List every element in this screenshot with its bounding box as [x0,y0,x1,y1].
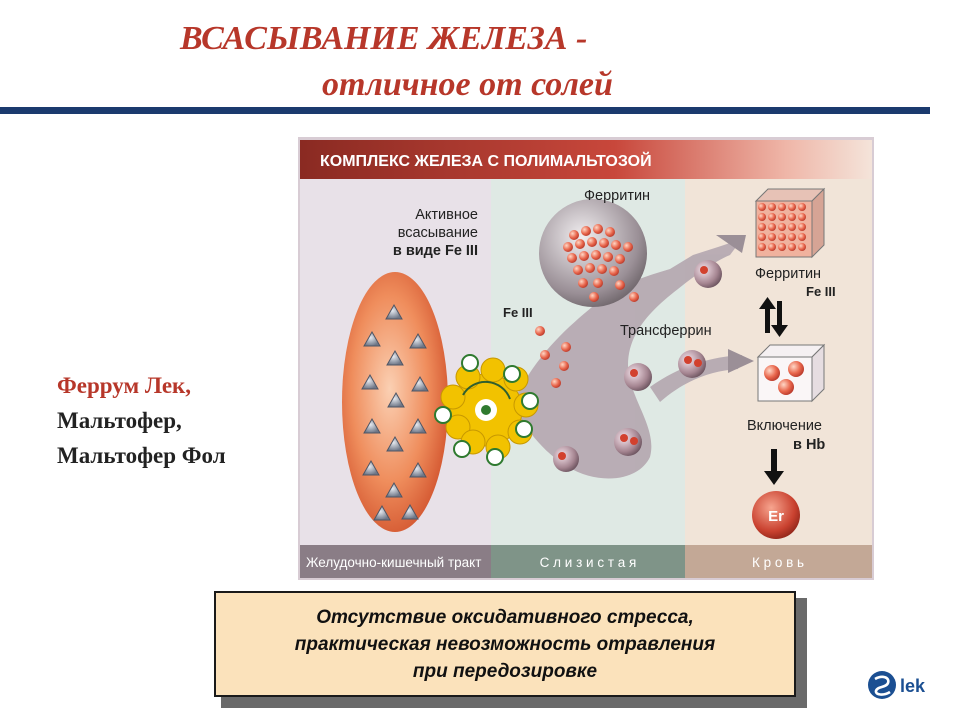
svg-text:Активное: Активное [415,207,478,223]
svg-text:в виде Fe III: в виде Fe III [393,243,478,259]
hemoglobin-cube [756,343,826,403]
ferritin-label-right: Ферритин [755,266,821,282]
svg-text:Включение: Включение [747,418,822,434]
hb-inclusion-label: Включение в Hb [747,418,825,453]
svg-text:в Hb: в Hb [793,437,825,453]
lek-logo-text: lek [900,676,926,696]
note-line-1: Отсутствие оксидативного стресса, [316,606,694,628]
ferritin-fe3-label: Fe III [806,284,836,299]
arrow-to-erythrocyte [764,449,784,485]
slide-title-line2: отличное от солей [322,66,613,103]
zone-label-gi: Желудочно-кишечный тракт [306,555,481,570]
arrow-to-hemoglobin [728,349,754,373]
active-absorption-label: Активное всасывание в виде Fe III [393,207,478,259]
gut-epithelium-oval [342,272,448,532]
arrow-to-ferritin [716,235,746,253]
brand-maltofer-fol: Мальтофер Фол [57,443,226,468]
iron-absorption-diagram: КОМПЛЕКС ЖЕЛЕЗА С ПОЛИМАЛЬТОЗОЙ Активное… [298,137,874,580]
zone-band-gi [300,545,491,578]
iron-transport-path [513,239,742,479]
erythrocyte-label: Er [768,508,784,525]
note-line-2: практическая невозможность отравления [294,633,716,655]
svg-text:всасывание: всасывание [398,225,478,241]
transferrin-label: Трансферрин [620,323,712,339]
brand-ferrum-lek: Феррум Лек, [57,373,192,398]
ferritin-sphere [539,199,647,307]
zone-labels: Желудочно-кишечный тракт С л и з и с т а… [306,555,804,570]
free-iron-ions [535,326,571,388]
zone-label-blood: К р о в ь [752,555,804,570]
ferritin-storage-cube [754,187,826,259]
transferrin-vesicles [553,260,722,472]
ferritin-label-top: Ферритин [584,188,650,204]
title-underline-rule [0,107,930,114]
brand-maltofer: Мальтофер, [57,408,182,433]
diagram-header-text: КОМПЛЕКС ЖЕЛЕЗА С ПОЛИМАЛЬТОЗОЙ [320,151,652,170]
zone-band-mucosa [491,545,685,578]
polymaltose-complex [434,354,539,466]
note-line-3: при передозировке [412,660,598,682]
fe3-ion-label: Fe III [503,305,533,320]
diagram-header-band [300,140,872,179]
lek-logo: lek [868,671,926,699]
note-box: Отсутствие оксидативного стресса, практи… [214,591,796,697]
erythrocyte: Er [752,491,800,539]
slide-title-line1: ВСАСЫВАНИЕ ЖЕЛЕЗА - [180,20,588,57]
exchange-arrows [759,297,788,337]
zone-band-blood [685,545,872,578]
zone-label-mucosa: С л и з и с т а я [540,555,637,570]
